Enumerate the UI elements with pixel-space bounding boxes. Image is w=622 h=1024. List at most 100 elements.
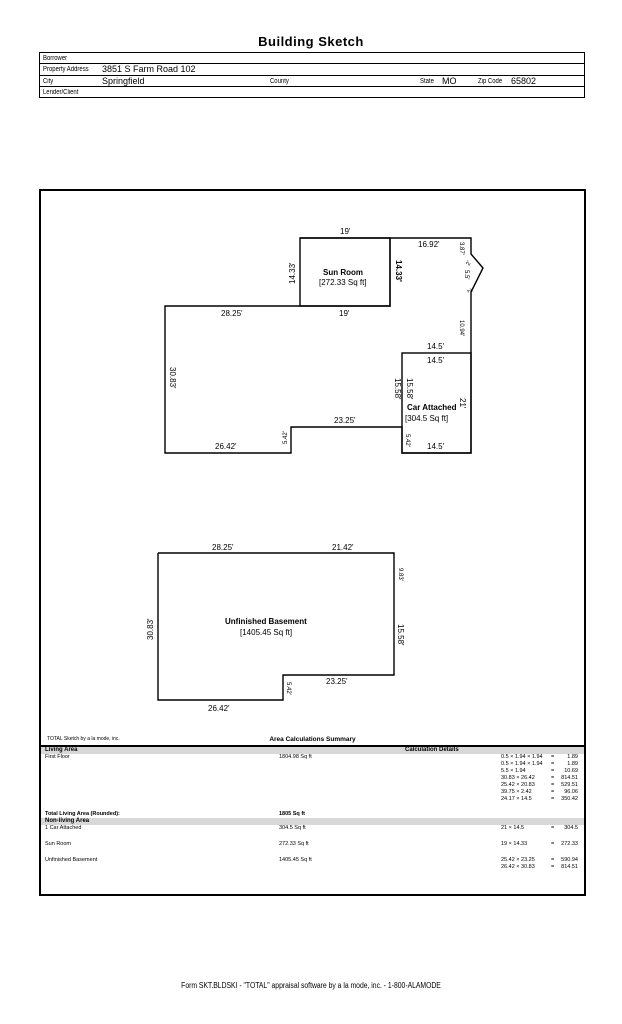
area-summary: Living Area Calculation Details First Fl… [41, 745, 584, 871]
dim-b-bottom: 26.42' [208, 704, 230, 713]
dim-b-mid: 23.25' [326, 677, 348, 686]
state-value: MO [442, 75, 457, 86]
calc-row: 39.75 × 2.42 = 96.06 [41, 789, 584, 796]
calc-row: 26.42 × 30.83 = 814.51 [41, 864, 584, 871]
dim-small-d: 2' [465, 288, 472, 295]
sun-room-area: 272.33 Sq ft [279, 841, 309, 847]
dim-car-top: 14.5' [427, 356, 445, 365]
dim-sun-left: 14.33' [288, 262, 297, 284]
dim-car-left2: 15.58' [405, 378, 414, 400]
calc-expr: 25.42 × 20.83 [501, 782, 535, 788]
car-attached-outline [401, 352, 472, 454]
calc-result: 350.42 [561, 796, 578, 802]
zip-label: Zip Code [478, 77, 503, 85]
calc-result: 1.89 [567, 754, 578, 760]
state-label: State [420, 77, 434, 85]
dim-top-right: 16.92' [418, 240, 440, 249]
calc-equals: = [551, 775, 555, 781]
living-area-band: Living Area Calculation Details [41, 747, 584, 754]
total-living-value: 1805 Sq ft [279, 811, 305, 817]
dim-b-right-small: 9.83' [397, 568, 403, 581]
total-living-label: Total Living Area (Rounded): [45, 811, 120, 817]
calc-row: 0.5 × 1.94 × 1.94 = 1.89 [41, 761, 584, 768]
sketch-frame: 19' 14.33' 14.33' 19' 16.92' 3.87' 2' 5.… [39, 189, 586, 896]
property-row: Property Address 3851 S Farm Road 102 [40, 64, 584, 76]
basement-name: Unfinished Basement [225, 617, 307, 626]
first-floor-label: First Floor [45, 754, 70, 760]
calc-result: 814.51 [561, 864, 578, 870]
dim-car-bottom: 14.5' [427, 442, 445, 451]
first-floor-area: 1804.98 Sq ft [279, 754, 312, 760]
dim-b-top-right: 21.42' [332, 543, 354, 552]
city-label: City [43, 77, 54, 85]
dim-small-b: 2' [466, 260, 473, 267]
dim-right-side: 10.94' [458, 320, 464, 336]
dim-main-top: 28.25' [221, 309, 243, 318]
calc-expr: 26.42 × 30.83 [501, 864, 535, 870]
dim-b-top-left: 28.25' [212, 543, 234, 552]
borrower-row: Borrower [40, 53, 584, 65]
dim-main-step: 5.42' [283, 431, 289, 444]
car-attached-area: 304.5 Sq ft [279, 825, 306, 831]
sun-room-label: Sun Room [45, 841, 71, 847]
calc-row: 5.5 × 1.94 = 10.69 [41, 768, 584, 775]
calc-expr: 30.83 × 26.42 [501, 775, 535, 781]
calc-details-label: Calculation Details [405, 747, 459, 753]
calc-equals: = [551, 857, 555, 863]
calc-result: 1.89 [567, 761, 578, 767]
borrower-label: Borrower [43, 55, 68, 62]
floor-plan-sketch: 19' 14.33' 14.33' 19' 16.92' 3.87' 2' 5.… [146, 227, 484, 713]
sketch-credit: TOTAL Sketch by a la mode, inc. [47, 736, 120, 742]
calc-equals: = [551, 825, 555, 831]
summary-title: Area Calculations Summary [269, 736, 356, 743]
calc-result: 96.06 [564, 789, 578, 795]
dim-main-left: 30.83' [168, 367, 177, 389]
dim-small-a: 3.87' [458, 242, 464, 255]
calc-result: 529.51 [561, 782, 578, 788]
property-label: Property Address [43, 66, 89, 74]
dim-car-small: 5.42' [404, 434, 410, 447]
first-floor-row: First Floor 1804.98 Sq ft 0.5 × 1.94 × 1… [41, 754, 584, 761]
calc-expr: 0.5 × 1.94 × 1.94 [501, 754, 543, 760]
non-living-band: Non-living Area [41, 818, 584, 825]
calc-expr: 39.75 × 2.42 [501, 789, 532, 795]
calc-equals: = [551, 754, 555, 760]
dim-main-bottom: 26.42' [215, 442, 237, 451]
calc-result: 590.94 [561, 857, 578, 863]
calc-equals: = [551, 768, 555, 774]
basement-outline [157, 552, 395, 701]
dim-b-right: 15.58' [396, 624, 405, 646]
sun-room-name: Sun Room [323, 268, 363, 277]
sun-room-area: [272.33 Sq ft] [319, 278, 367, 287]
non-living-row: Sun Room 272.33 Sq ft 19 × 14.33 = 272.3… [41, 841, 584, 848]
calc-equals: = [551, 789, 555, 795]
dim-sun-bottom: 19' [339, 309, 350, 318]
dim-b-step: 5.42' [285, 682, 291, 695]
car-attached-name: Car Attached [407, 403, 457, 412]
calc-row: 24.17 × 14.5 = 350.42 [41, 796, 584, 803]
calc-equals: = [551, 761, 555, 767]
calc-equals: = [551, 782, 555, 788]
basement-area: [1405.45 Sq ft] [240, 628, 292, 637]
car-attached-area: [304.5 Sq ft] [405, 414, 448, 423]
total-living-row: Total Living Area (Rounded): 1805 Sq ft [41, 811, 584, 818]
dim-small-c: 5.5' [463, 270, 469, 280]
calc-expr: 0.5 × 1.94 × 1.94 [501, 761, 543, 767]
living-area-label: Living Area [45, 747, 78, 753]
county-label: County [270, 77, 289, 85]
calc-result: 814.51 [561, 775, 578, 781]
calc-result: 304.5 [564, 825, 578, 831]
lender-row: Lender/Client [40, 87, 584, 98]
calc-expr: 24.17 × 14.5 [501, 796, 532, 802]
basement-area: 1405.45 Sq ft [279, 857, 312, 863]
calc-result: 10.69 [564, 768, 578, 774]
sun-room-outline [299, 237, 391, 307]
dim-main-mid: 23.25' [334, 416, 356, 425]
dim-b-left: 30.83' [146, 618, 155, 640]
calc-row: 30.83 × 26.42 = 814.51 [41, 775, 584, 782]
dim-sun-top: 19' [340, 227, 351, 236]
calc-expr: 25.42 × 23.25 [501, 857, 535, 863]
zip-value: 65802 [511, 75, 537, 86]
calc-expr: 19 × 14.33 [501, 841, 528, 847]
calc-expr: 21 × 14.5 [501, 825, 525, 831]
